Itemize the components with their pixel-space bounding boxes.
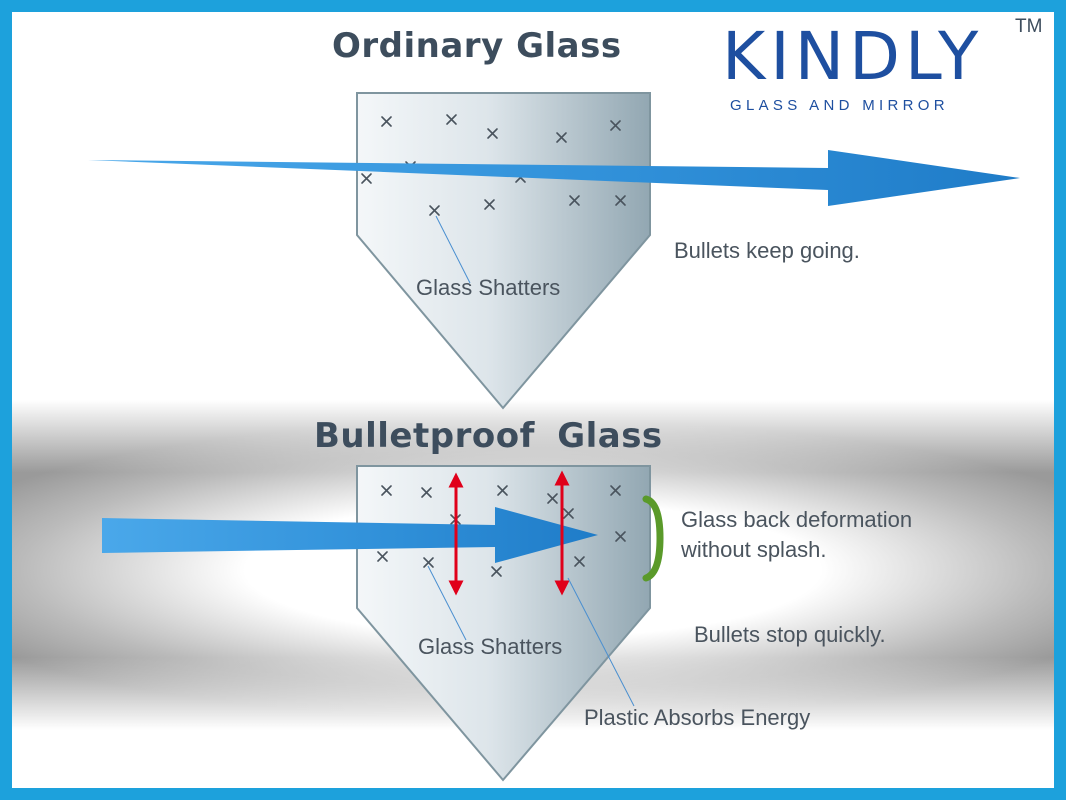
glass-shatters-label-top: Glass Shatters (416, 275, 561, 300)
shatter-leader-top (435, 215, 471, 284)
bulletproof-glass-title: Bulletproof Glass (314, 416, 663, 456)
bullets-stop-label: Bullets stop quickly. (694, 622, 886, 647)
deformation-label: Glass back deformation without splash. (681, 507, 913, 562)
logo-tagline: GLASS AND MIRROR (730, 97, 949, 114)
logo-wordmark: KINDLY (722, 18, 984, 95)
trademark-symbol: TM (1015, 16, 1043, 37)
ordinary-glass-pane (356, 92, 651, 410)
plastic-absorbs-label: Plastic Absorbs Energy (584, 705, 811, 730)
bullets-keep-going-label: Bullets keep going. (674, 238, 860, 263)
plastic-leader (567, 577, 635, 707)
ordinary-bullet-arrow (88, 150, 1020, 206)
deformation-bracket (642, 495, 664, 582)
shatter-leader-bottom (427, 565, 467, 641)
kindly-logo: KINDLY GLASS AND MIRROR TM (722, 16, 1042, 122)
bulletproof-bullet-arrow (102, 507, 598, 563)
glass-shatters-label-bottom: Glass Shatters (418, 634, 563, 659)
ordinary-glass-title: Ordinary Glass (332, 26, 622, 66)
